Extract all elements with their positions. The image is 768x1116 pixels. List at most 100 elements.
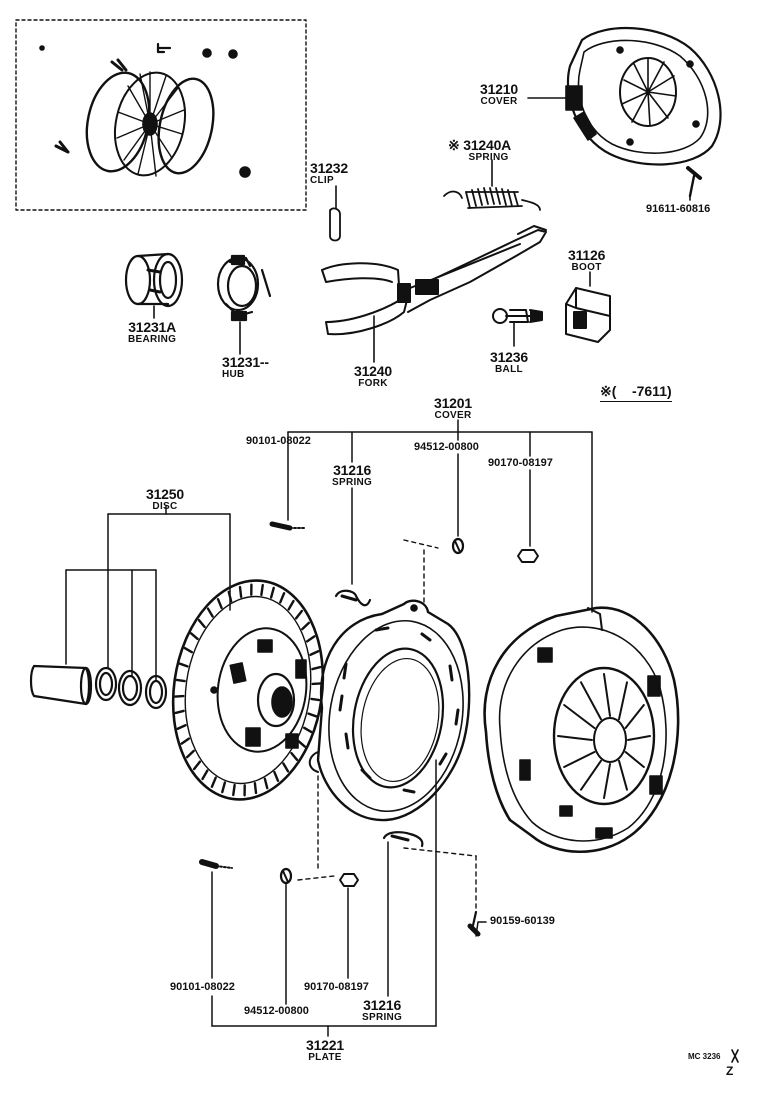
alignment-dash-1 [403,539,439,549]
disc-facing-stroke [183,646,194,654]
disc-facing-stroke [273,770,280,783]
disc-facing-stroke [282,762,290,773]
label-31231: 31231-- HUB [222,354,269,380]
disc-facing-stroke [221,781,227,794]
label-90170-top: 90170-08197 [488,457,553,469]
label-31201: 31201 COVER [434,395,472,421]
disc-facing-stroke [201,769,209,781]
boot-31126-illustration [565,287,611,343]
bolt-91611-illustration [686,166,702,198]
ball-31236-illustration [492,308,543,324]
diaphragm-finger [563,751,596,768]
disc-facing-stroke [309,650,320,656]
label-90159: 90159-60139 [490,915,555,927]
diaphragm-finger [557,735,593,741]
corner-cross-mark [731,1049,739,1063]
label-31250: 31250 DISC [146,486,184,512]
disc-facing-stroke [302,726,313,734]
bolt-90101-top-illustration [269,521,307,531]
label-94512-bottom: 94512-00800 [244,1005,309,1017]
spring-31216-top-illustration [334,589,372,607]
nut-90170-top-illustration [517,549,539,563]
diaphragm-finger [580,759,602,791]
disc-facing-stroke [269,586,275,599]
clip-31232-illustration [329,207,341,242]
disc-facing-stroke [175,678,186,683]
diaphragm-finger [618,681,628,721]
clutch-disc-31250-illustration [171,579,325,801]
disc-facing-stroke [227,590,233,603]
disc-facing-stroke [260,583,264,597]
pressure-plate-31221-illustration [308,599,471,822]
label-31232: 31232 CLIP [310,160,348,186]
disc-facing-stroke [238,585,243,599]
leader-tree-31250 [65,505,231,681]
drawing-code: MC 3236 [688,1052,721,1061]
disc-facing-stroke [210,776,217,788]
disc-facing-stroke [174,709,185,715]
disc-facing-stroke [206,607,214,618]
asterisk-mark: ※ [448,137,460,153]
bearing-31231A-illustration [124,252,184,308]
sleeve-and-rings-illustration [29,664,168,710]
disc-facing-stroke [305,635,316,643]
disc-facing-stroke [232,783,236,797]
disc-facing-stroke [197,618,206,629]
diaphragm-finger [580,681,602,721]
label-31240: 31240 FORK [354,363,392,389]
disc-facing-stroke [290,751,299,762]
disc-facing-stroke [180,737,191,745]
disc-facing-stroke [294,609,304,620]
diaphragm-finger [603,763,611,799]
diaphragm-finger [624,751,645,768]
disc-facing-stroke [176,724,187,730]
clutch-cover-31201-illustration [483,606,680,853]
disc-facing-stroke [301,621,311,631]
lower-alignment-dashes [297,775,477,913]
washer-94512-bottom-illustration [279,867,293,885]
diaphragm-finger [603,673,611,717]
disc-facing-stroke [310,697,321,702]
leader-tree-31221 [211,759,487,1037]
label-90170-bottom: 90170-08197 [304,981,369,993]
label-31231A: 31231A BEARING [128,319,177,345]
label-31221: 31221 PLATE [306,1037,344,1063]
diaphragm-finger [618,759,628,791]
label-31126: 31126 BOOT [568,247,606,273]
label-31236: 31236 BALL [490,349,528,375]
disc-facing-stroke [279,592,286,604]
cover-31210-illustration [565,26,722,166]
label-90101-bottom: 90101-08022 [170,981,235,993]
label-31210: 31210 COVER [480,81,518,107]
applicability-note: ※( -7611) [600,383,672,402]
label-31216-bottom: 31216 SPRING [362,997,403,1023]
diaphragm-finger [624,704,645,729]
label-94512-top: 94512-00800 [414,441,479,453]
disc-facing-stroke [311,665,322,671]
leader-tree-31201 [287,419,593,613]
disc-facing-stroke [192,760,202,771]
disc-facing-stroke [263,777,269,790]
disc-facing-stroke [253,781,258,795]
disc-facing-stroke [178,662,189,668]
label-91611: 91611-60816 [646,203,711,215]
fork-31240-illustration [321,225,547,336]
disc-facing-stroke [307,712,318,718]
reference-inset-box [15,19,307,211]
hub-31231-illustration [216,254,272,322]
diaphragm-finger [563,704,596,729]
label-31240A: ※ 31240A SPRING [448,137,512,163]
disc-facing-stroke [297,739,307,748]
disc-facing-stroke [287,599,295,611]
spring-31216-bottom-illustration [382,831,424,848]
disc-facing-stroke [185,749,195,759]
disc-facing-stroke [216,597,223,610]
bolt-90101-bottom-illustration [199,859,233,869]
washer-94512-top-illustration [451,537,465,555]
label-90101-top: 90101-08022 [246,435,311,447]
diaphragm-finger [627,735,651,741]
disc-facing-stroke [189,632,199,641]
spring-31240A-illustration [443,187,541,211]
